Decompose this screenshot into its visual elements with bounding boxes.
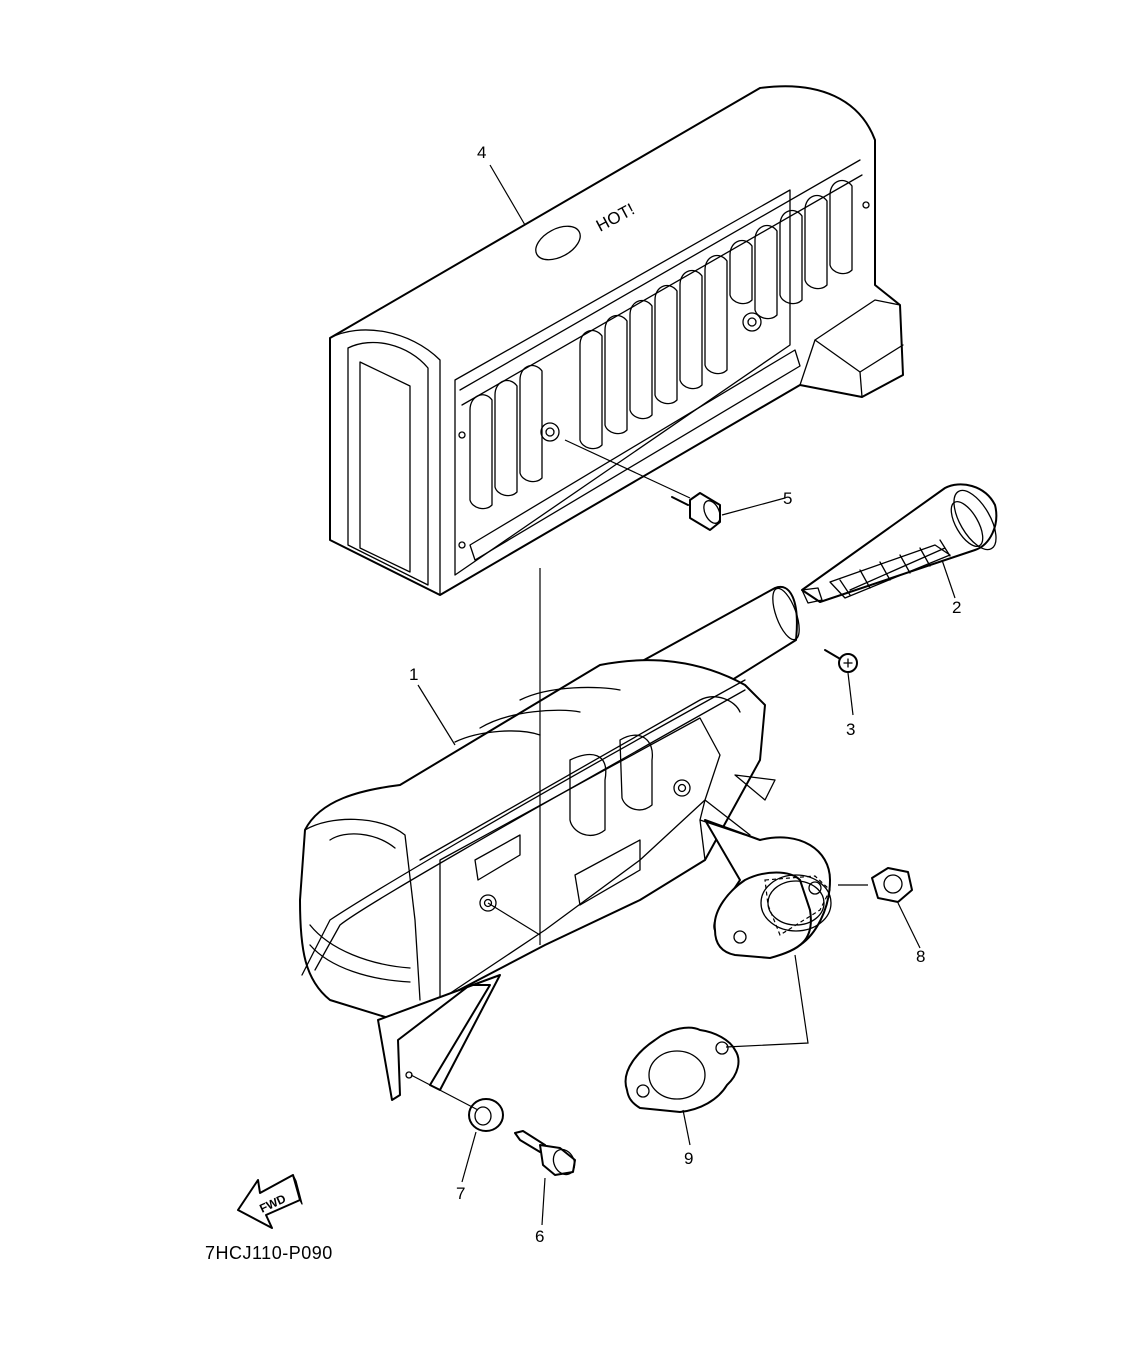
callout-2: 2 (952, 598, 961, 617)
part-1-muffler[interactable] (299, 585, 832, 1101)
part-6-bolt[interactable] (514, 1130, 579, 1178)
part-4-heat-protector[interactable]: HOT! (329, 85, 904, 596)
callout-6: 6 (535, 1227, 544, 1246)
drawing-code: 7HCJ110-P090 (205, 1243, 333, 1263)
part-9-gasket[interactable] (624, 1026, 740, 1113)
fwd-arrow-icon: FWD (237, 1174, 303, 1229)
part-3-screw[interactable] (824, 649, 858, 673)
leader-lines (410, 164, 956, 1226)
cover-fins (459, 159, 863, 510)
callout-3: 3 (846, 720, 855, 739)
callout-7: 7 (456, 1184, 465, 1203)
part-5-bolt[interactable] (671, 492, 723, 531)
callout-labels: 4 5 2 3 1 8 9 7 6 (409, 143, 961, 1246)
part-2-spark-arrester[interactable] (801, 483, 1004, 604)
callout-4: 4 (477, 143, 486, 162)
callout-5: 5 (783, 489, 792, 508)
part-8-nut[interactable] (871, 867, 913, 903)
part-7-washer[interactable] (468, 1098, 504, 1132)
callout-8: 8 (916, 947, 925, 966)
callout-1: 1 (409, 665, 418, 684)
callout-9: 9 (684, 1149, 693, 1168)
